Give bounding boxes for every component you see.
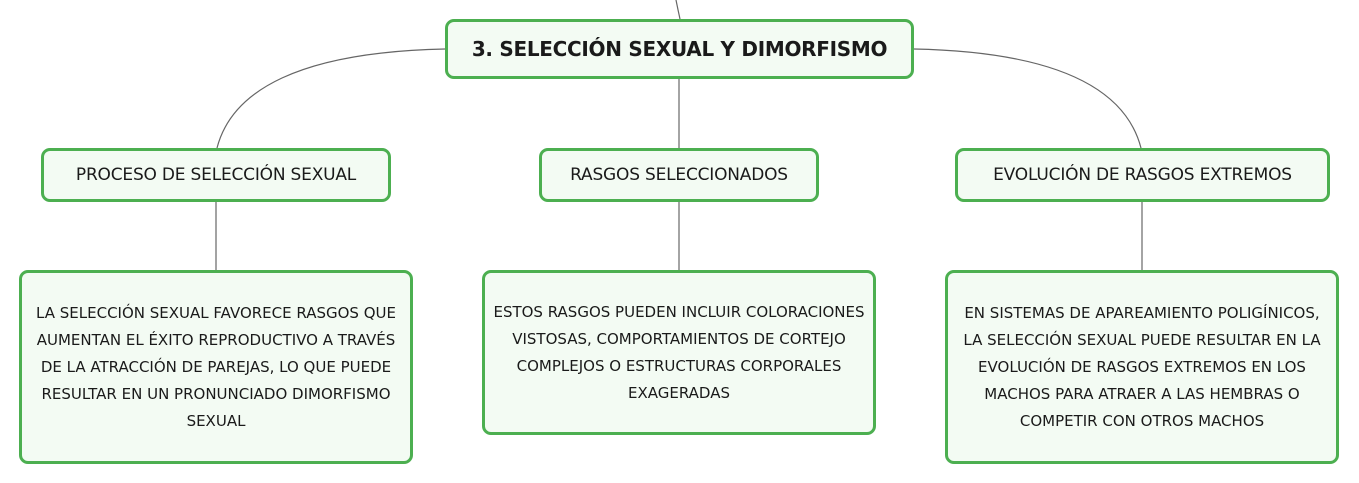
detail-node-text: LA SELECCIÓN SEXUAL FAVORECE RASGOS QUE … (36, 303, 396, 430)
branch-node-label: RASGOS SELECCIONADOS (570, 165, 788, 185)
branch-node-proceso[interactable]: PROCESO DE SELECCIÓN SEXUAL (41, 148, 391, 202)
detail-node-evolucion[interactable]: EN SISTEMAS DE APAREAMIENTO POLIGÍNICOS,… (945, 270, 1339, 464)
detail-node-rasgos[interactable]: ESTOS RASGOS PUEDEN INCLUIR COLORACIONES… (482, 270, 876, 435)
detail-node-proceso[interactable]: LA SELECCIÓN SEXUAL FAVORECE RASGOS QUE … (19, 270, 413, 464)
detail-node-text: EN SISTEMAS DE APAREAMIENTO POLIGÍNICOS,… (963, 303, 1321, 430)
root-node[interactable]: 3. SELECCIÓN SEXUAL Y DIMORFISMO (445, 19, 914, 79)
branch-node-label: EVOLUCIÓN DE RASGOS EXTREMOS (993, 165, 1292, 185)
connector-root-to-branch-1 (216, 48, 446, 149)
root-node-label: 3. SELECCIÓN SEXUAL Y DIMORFISMO (471, 37, 888, 61)
detail-node-text: ESTOS RASGOS PUEDEN INCLUIR COLORACIONES… (493, 302, 865, 402)
branch-node-rasgos[interactable]: RASGOS SELECCIONADOS (539, 148, 819, 202)
connector-root-to-branch-3 (913, 48, 1142, 149)
branch-node-label: PROCESO DE SELECCIÓN SEXUAL (75, 165, 357, 185)
branch-node-evolucion[interactable]: EVOLUCIÓN DE RASGOS EXTREMOS (955, 148, 1330, 202)
connector-parent-to-root (675, 0, 681, 20)
